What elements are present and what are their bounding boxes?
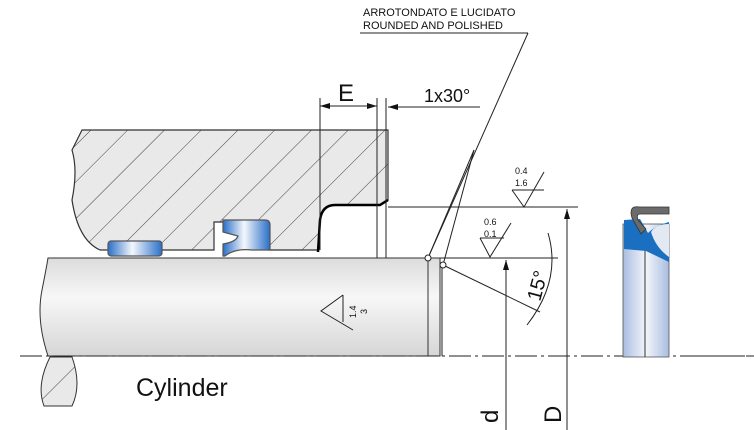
rod-seal [222, 219, 271, 257]
note-line-1: ARROTONDATO E LUCIDATO [363, 7, 516, 19]
housing [71, 129, 389, 253]
cylinder-rod [39, 257, 441, 357]
groove-finish-bottom: 3 [359, 309, 369, 314]
seal-profile [622, 206, 670, 358]
angle-label: 15° [524, 268, 553, 303]
note-line-2: ROUNDED AND POLISHED [363, 20, 503, 32]
guide-ring [107, 240, 163, 257]
groove-finish-top: 1.4 [348, 305, 358, 318]
dimension-e: E [338, 80, 354, 107]
rod-finish-bottom: 0.1 [484, 229, 497, 239]
surface-finish-symbols [320, 171, 545, 331]
dimension-d: d [477, 410, 504, 423]
bore-finish-bottom: 1.6 [515, 178, 528, 188]
rod-finish-top: 0.6 [484, 217, 497, 227]
chamfer-label: 1x30° [424, 86, 470, 106]
bore-finish-top: 0.4 [515, 166, 528, 176]
dimension-D: D [540, 406, 567, 423]
cylinder-label: Cylinder [136, 374, 228, 402]
rod-section-hatch [40, 356, 78, 407]
